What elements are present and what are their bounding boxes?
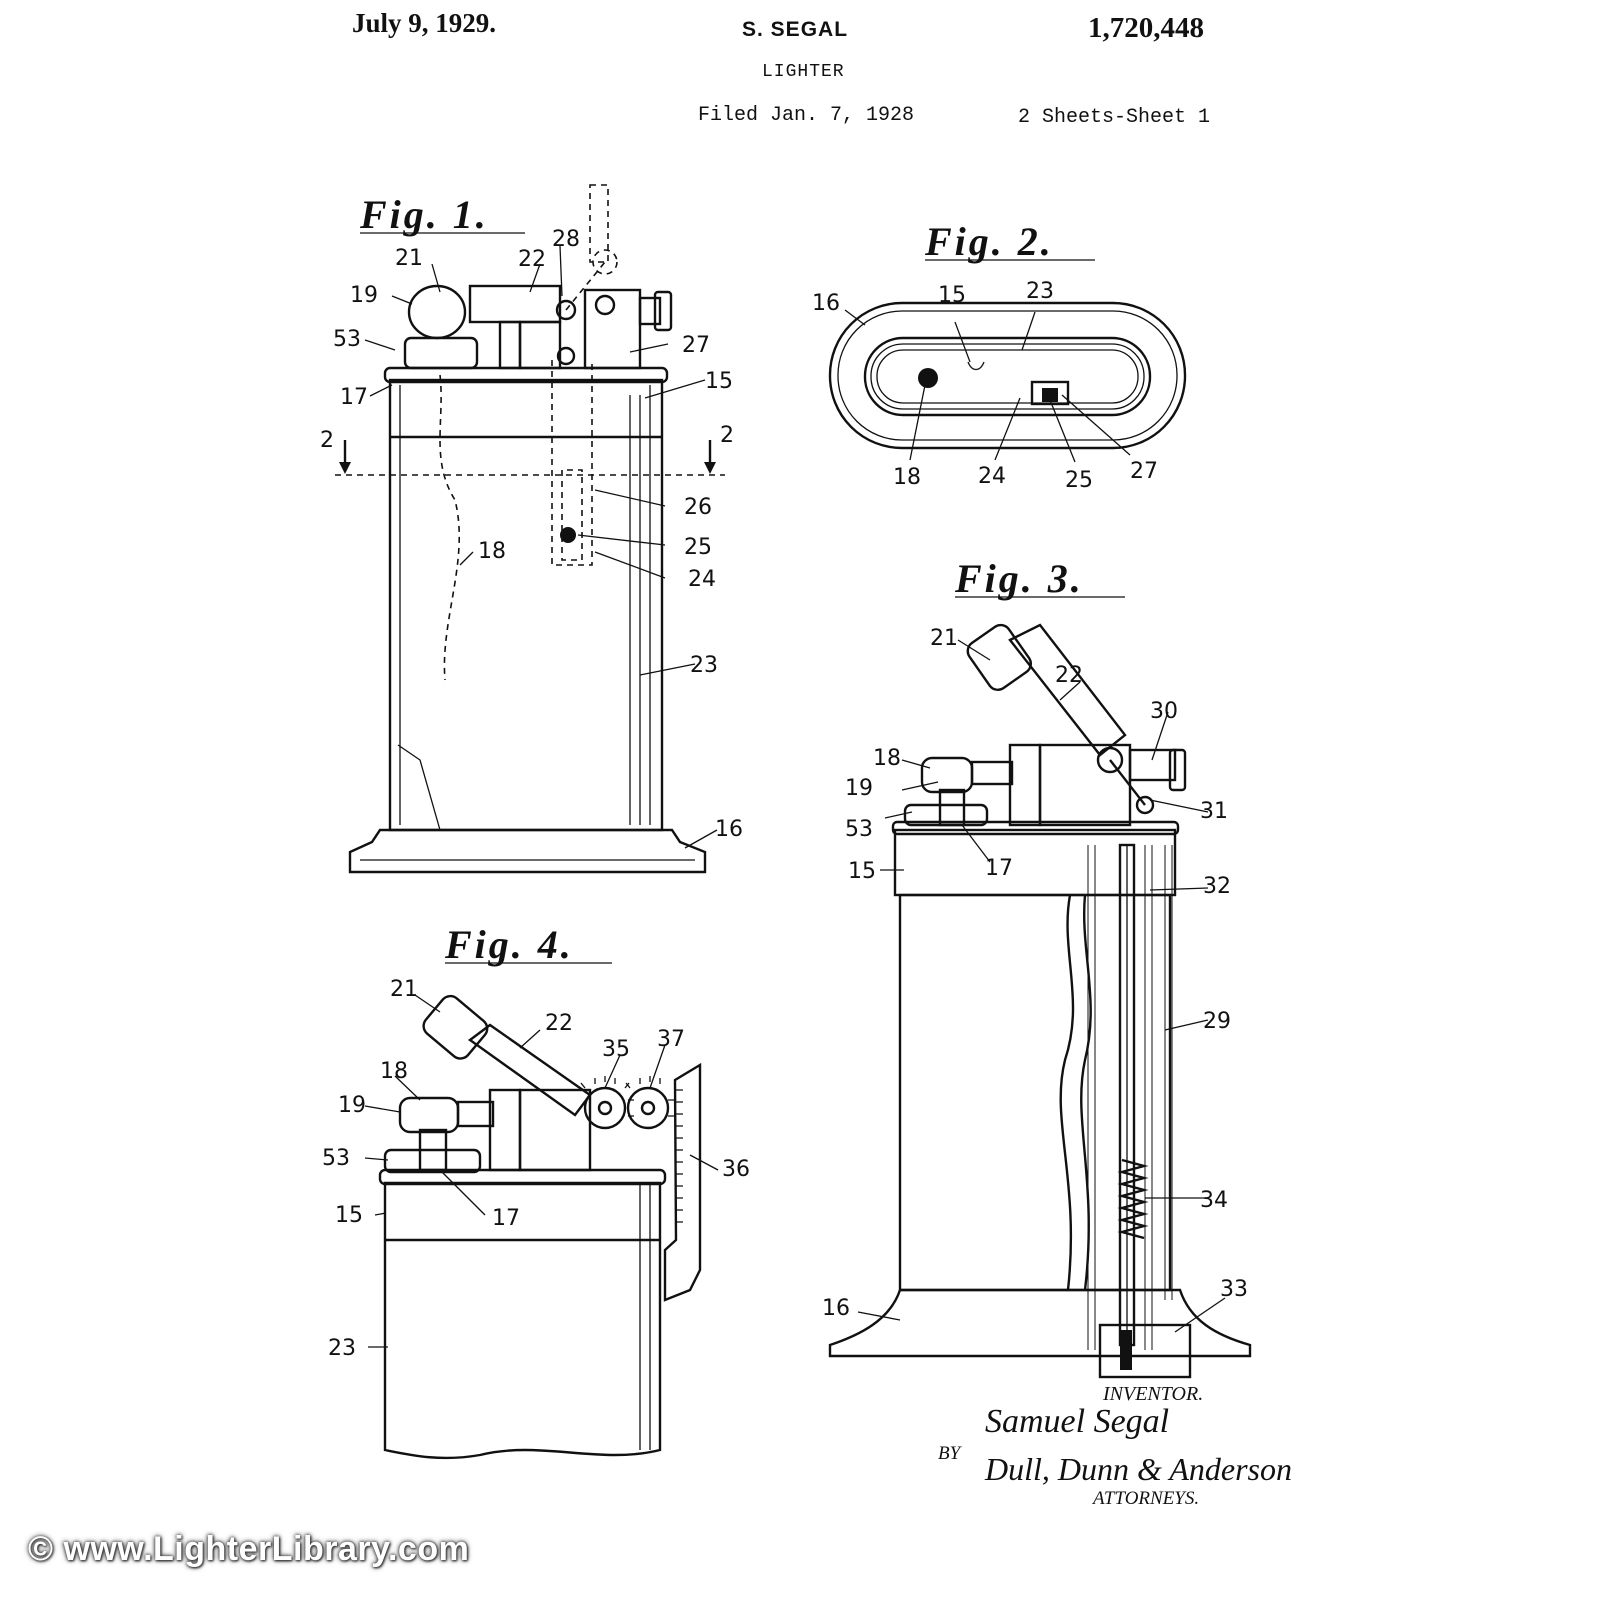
fig2-outer-rim — [828, 301, 1187, 450]
fig1-ref: 2 — [320, 428, 334, 453]
figure-1: Fig. 1. — [320, 184, 743, 874]
fig2-ref: 23 — [1026, 279, 1054, 304]
fig1-ref: 17 — [340, 385, 368, 410]
fig1-ref: 26 — [684, 495, 712, 520]
fig1-base — [348, 828, 707, 874]
signature-block: Samuel Segal Dull, Dunn & Anderson — [984, 1403, 1292, 1487]
by-label: BY — [938, 1443, 961, 1464]
fig3-ref: 15 — [848, 859, 876, 884]
fig3-ref: 53 — [845, 817, 873, 842]
fig1-ref: 27 — [682, 333, 710, 358]
inventor-signature: Samuel Segal — [985, 1403, 1169, 1440]
fig4-ref: 17 — [492, 1206, 520, 1231]
fig2-ref: 18 — [893, 465, 921, 490]
inventor-name: S. SEGAL — [742, 18, 849, 41]
patent-date: July 9, 1929. — [352, 8, 497, 38]
patent-subject: LIGHTER — [762, 62, 845, 82]
fig1-label: Fig. 1. — [359, 192, 489, 237]
fig2-label: Fig. 2. — [924, 219, 1054, 264]
figure-4: Fig. 4. — [322, 922, 750, 1460]
fig1-ref: 15 — [705, 369, 733, 394]
fig2-ref: 24 — [978, 464, 1006, 489]
fig1-ref: 23 — [690, 653, 718, 678]
fig4-ref: 37 — [657, 1027, 685, 1052]
fig1-ref: 2 — [720, 423, 734, 448]
fig1-ref: 18 — [478, 539, 506, 564]
fig3-ref: 34 — [1200, 1188, 1228, 1213]
fig1-body — [388, 378, 664, 832]
fig2-ref: 15 — [938, 283, 966, 308]
fig1-ref: 22 — [518, 247, 546, 272]
fig3-ref: 30 — [1150, 699, 1178, 724]
fig4-ref: 15 — [335, 1203, 363, 1228]
figure-2: Fig. 2. 16 15 23 18 24 25 27 — [812, 219, 1187, 493]
fig3-ref: 18 — [873, 746, 901, 771]
fig3-label: Fig. 3. — [954, 556, 1084, 601]
fig3-ref: 29 — [1203, 1009, 1231, 1034]
fig4-ref: 19 — [338, 1093, 366, 1118]
fig3-ref: 31 — [1200, 799, 1228, 824]
fig1-ref: 16 — [715, 817, 743, 842]
sheet-count: 2 Sheets-Sheet 1 — [1018, 106, 1211, 129]
fig1-ref: 25 — [684, 535, 712, 560]
watermark: © www.LighterLibrary.com — [28, 1530, 470, 1568]
fig1-ref: 53 — [333, 327, 361, 352]
fig3-ref: 32 — [1203, 874, 1231, 899]
filed-date: Filed Jan. 7, 1928 — [698, 104, 915, 127]
fig1-ref: 28 — [552, 227, 580, 252]
fig4-ref: 22 — [545, 1011, 573, 1036]
fig1-ref: 19 — [350, 283, 378, 308]
attorneys-label: ATTORNEYS. — [1093, 1488, 1200, 1509]
fig4-ref: 18 — [380, 1059, 408, 1084]
fig4-label: Fig. 4. — [444, 922, 574, 967]
fig3-ref: 17 — [985, 856, 1013, 881]
fig3-ref: 19 — [845, 776, 873, 801]
fig4-ref: 53 — [322, 1146, 350, 1171]
fig2-ref: 16 — [812, 291, 840, 316]
fig1-ref: 24 — [688, 567, 716, 592]
fig2-ref: 27 — [1130, 459, 1158, 484]
fig3-base — [828, 1288, 1252, 1358]
patent-number: 1,720,448 — [1088, 12, 1204, 44]
fig2-ref: 25 — [1065, 468, 1093, 493]
figure-3: Fig. 3. — [822, 556, 1252, 1379]
attorney-signature: Dull, Dunn & Anderson — [984, 1451, 1292, 1487]
fig1-ref: 21 — [395, 246, 423, 271]
fig4-body — [383, 1181, 662, 1460]
fig4-ref: 21 — [390, 977, 418, 1002]
fig3-ref: 22 — [1055, 663, 1083, 688]
fig3-ref: 16 — [822, 1296, 850, 1321]
inventor-label: INVENTOR. — [1103, 1383, 1204, 1405]
fig3-ref: 21 — [930, 626, 958, 651]
fig4-ref: 23 — [328, 1336, 356, 1361]
fig4-ref: 36 — [722, 1157, 750, 1182]
fig3-ref: 33 — [1220, 1277, 1248, 1302]
fig4-ref: 35 — [602, 1037, 630, 1062]
